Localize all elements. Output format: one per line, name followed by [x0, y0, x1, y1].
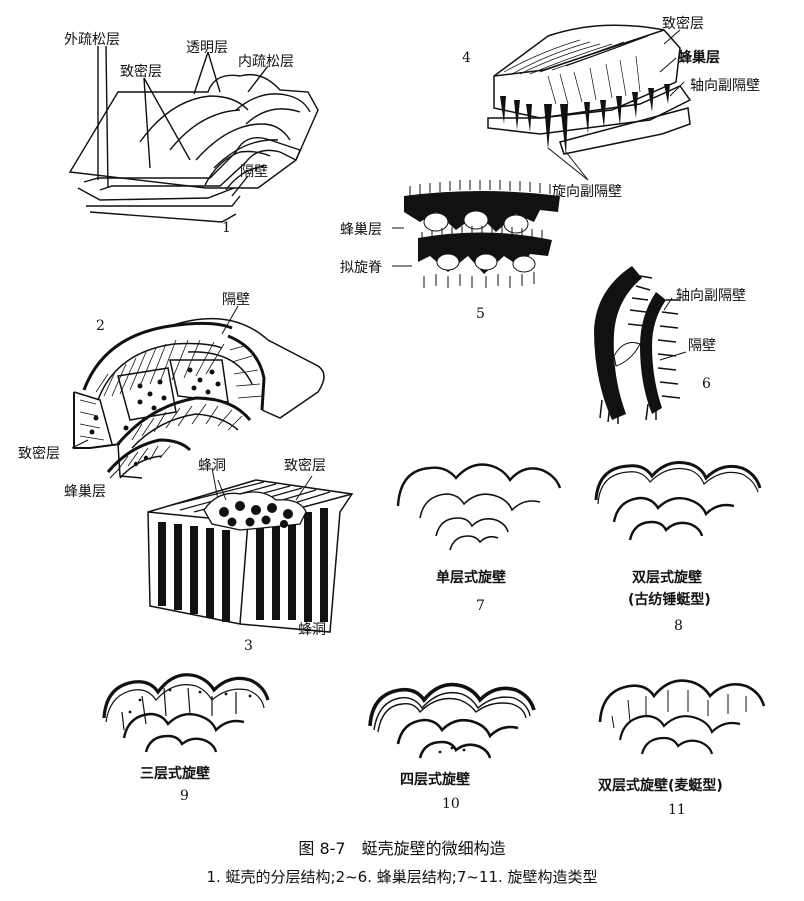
- panel-4-septula-block: 4 致密层 蜂巢层 轴向副隔壁 旋向副隔壁: [462, 15, 760, 200]
- panel-6-curved-wall: 轴向副隔壁 隔壁 6: [594, 266, 746, 424]
- panel-5-cross-section: 蜂巢层 拟旋脊 5: [340, 180, 560, 322]
- panel-number-8: 8: [674, 618, 683, 634]
- label-chomata: 拟旋脊: [340, 260, 382, 276]
- panel-3-honeycomb-top: [203, 491, 307, 531]
- label-axial-septula-6: 轴向副隔壁: [676, 288, 746, 304]
- label-two-layer-sub: (古纺锤蜓型): [628, 591, 711, 608]
- panel-7-single-layer: 单层式旋壁 7: [396, 463, 562, 614]
- label-transparent-layer: 透明层: [186, 40, 228, 56]
- panel-3-alveoli-block: 蜂洞 致密层 蜂洞 3: [147, 457, 354, 654]
- panel-number-2: 2: [96, 318, 105, 334]
- label-dense-layer-4: 致密层: [662, 15, 704, 32]
- panel-number-1: 1: [222, 220, 231, 236]
- panel-number-5: 5: [476, 306, 485, 322]
- label-axial-septula-4: 轴向副隔壁: [690, 78, 760, 94]
- caption-title: 图 8-7 蜓壳旋壁的微细构造: [298, 839, 505, 858]
- label-keriotheca-5: 蜂巢层: [340, 222, 382, 238]
- panel-11-two-layer-schwagerina: 双层式旋壁(麦蜓型) 11: [598, 679, 766, 818]
- panel-number-6: 6: [702, 376, 711, 392]
- panel-number-10: 10: [442, 796, 460, 812]
- caption-subtitle: 1. 蜓壳的分层结构;2~6. 蜂巢层结构;7~11. 旋壁构造类型: [206, 868, 597, 886]
- label-dense-layer-1: 致密层: [120, 63, 162, 80]
- panel-2-keriotheca: 隔壁 2 致密层 蜂巢层: [18, 292, 325, 501]
- label-four-layer: 四层式旋壁: [400, 771, 470, 788]
- panel-9-three-layer: 三层式旋壁 9: [102, 673, 270, 804]
- label-septum-1: 隔壁: [240, 164, 268, 180]
- panel-8-two-layer: 双层式旋壁 (古纺锤蜓型) 8: [594, 461, 762, 634]
- panel-number-3: 3: [244, 638, 253, 654]
- label-three-layer: 三层式旋壁: [140, 765, 210, 782]
- label-alveoli-top: 蜂洞: [198, 458, 226, 474]
- panel-10-four-layer: 四层式旋壁 10: [368, 682, 536, 812]
- panel-number-9: 9: [180, 788, 189, 804]
- label-septum-2: 隔壁: [222, 292, 250, 308]
- label-dense-layer-3: 致密层: [284, 457, 326, 474]
- panel-10-dots: [438, 746, 466, 754]
- label-alveoli-side: 蜂洞: [298, 622, 326, 638]
- label-keriotheca-4: 蜂巢层: [678, 49, 720, 66]
- panel-number-7: 7: [476, 598, 485, 614]
- panel-6-septula: [599, 275, 681, 424]
- panel-number-4: 4: [462, 50, 471, 66]
- panel-3-vertical-bars: [158, 508, 328, 622]
- label-outer-loose-layer: 外疏松层: [64, 32, 120, 48]
- panel-2-cell-dots: [89, 367, 221, 467]
- panel-5-chambers: [423, 210, 536, 273]
- label-keriotheca-2: 蜂巢层: [64, 484, 106, 500]
- label-septum-6: 隔壁: [688, 338, 716, 354]
- panel-number-11: 11: [668, 802, 686, 818]
- label-spiral-septula: 旋向副隔壁: [552, 184, 622, 200]
- label-dense-layer-2: 致密层: [18, 445, 60, 462]
- label-single-layer: 单层式旋壁: [436, 569, 506, 586]
- label-two-layer-schwagerina: 双层式旋壁(麦蜓型): [598, 777, 723, 794]
- panel-1-layered-shell: 外疏松层 透明层 致密层 内疏松层 隔壁 1: [64, 32, 319, 236]
- panel-9-dots: [128, 688, 252, 714]
- label-inner-loose-layer: 内疏松层: [238, 54, 294, 70]
- panel-4-pendant-septula: [500, 84, 670, 156]
- panel-5-comb-lines: [392, 180, 551, 288]
- panel-4-top-texture: [503, 35, 649, 105]
- label-two-layer: 双层式旋壁: [632, 569, 702, 586]
